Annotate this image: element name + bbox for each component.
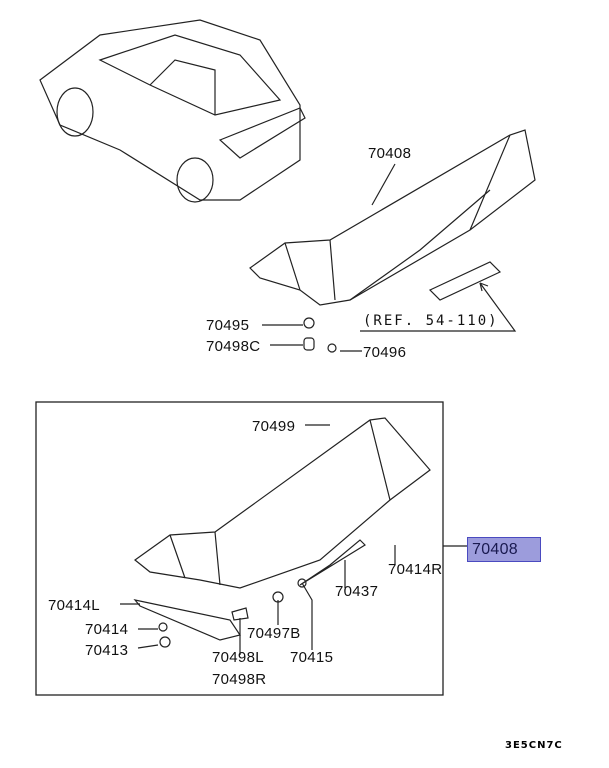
label-70414[interactable]: 70414 [85, 621, 129, 638]
label-70498l[interactable]: 70498L [212, 649, 264, 666]
label-70498r[interactable]: 70498R [212, 671, 267, 688]
label-70413[interactable]: 70413 [85, 642, 129, 659]
ref-label[interactable]: (REF. 54-110) [363, 313, 499, 329]
label-70414l[interactable]: 70414L [48, 597, 100, 614]
assembly-box [35, 401, 444, 696]
label-70415[interactable]: 70415 [290, 649, 334, 666]
brake-light-part [428, 261, 502, 301]
diagram-code: 3E5CN7C [505, 740, 563, 751]
car-outline [39, 19, 306, 203]
label-70498c[interactable]: 70498C [206, 338, 261, 355]
spoiler-top [249, 129, 536, 306]
label-70496[interactable]: 70496 [363, 344, 407, 361]
label-70437[interactable]: 70437 [335, 583, 379, 600]
label-70408-top[interactable]: 70408 [368, 145, 412, 162]
label-70414r[interactable]: 70414R [388, 561, 443, 578]
label-70495[interactable]: 70495 [206, 317, 250, 334]
label-70497b[interactable]: 70497B [247, 625, 301, 642]
label-70499[interactable]: 70499 [252, 418, 296, 435]
spoiler-assembly [133, 417, 431, 641]
label-70408-highlighted[interactable]: 70408 [467, 537, 541, 562]
